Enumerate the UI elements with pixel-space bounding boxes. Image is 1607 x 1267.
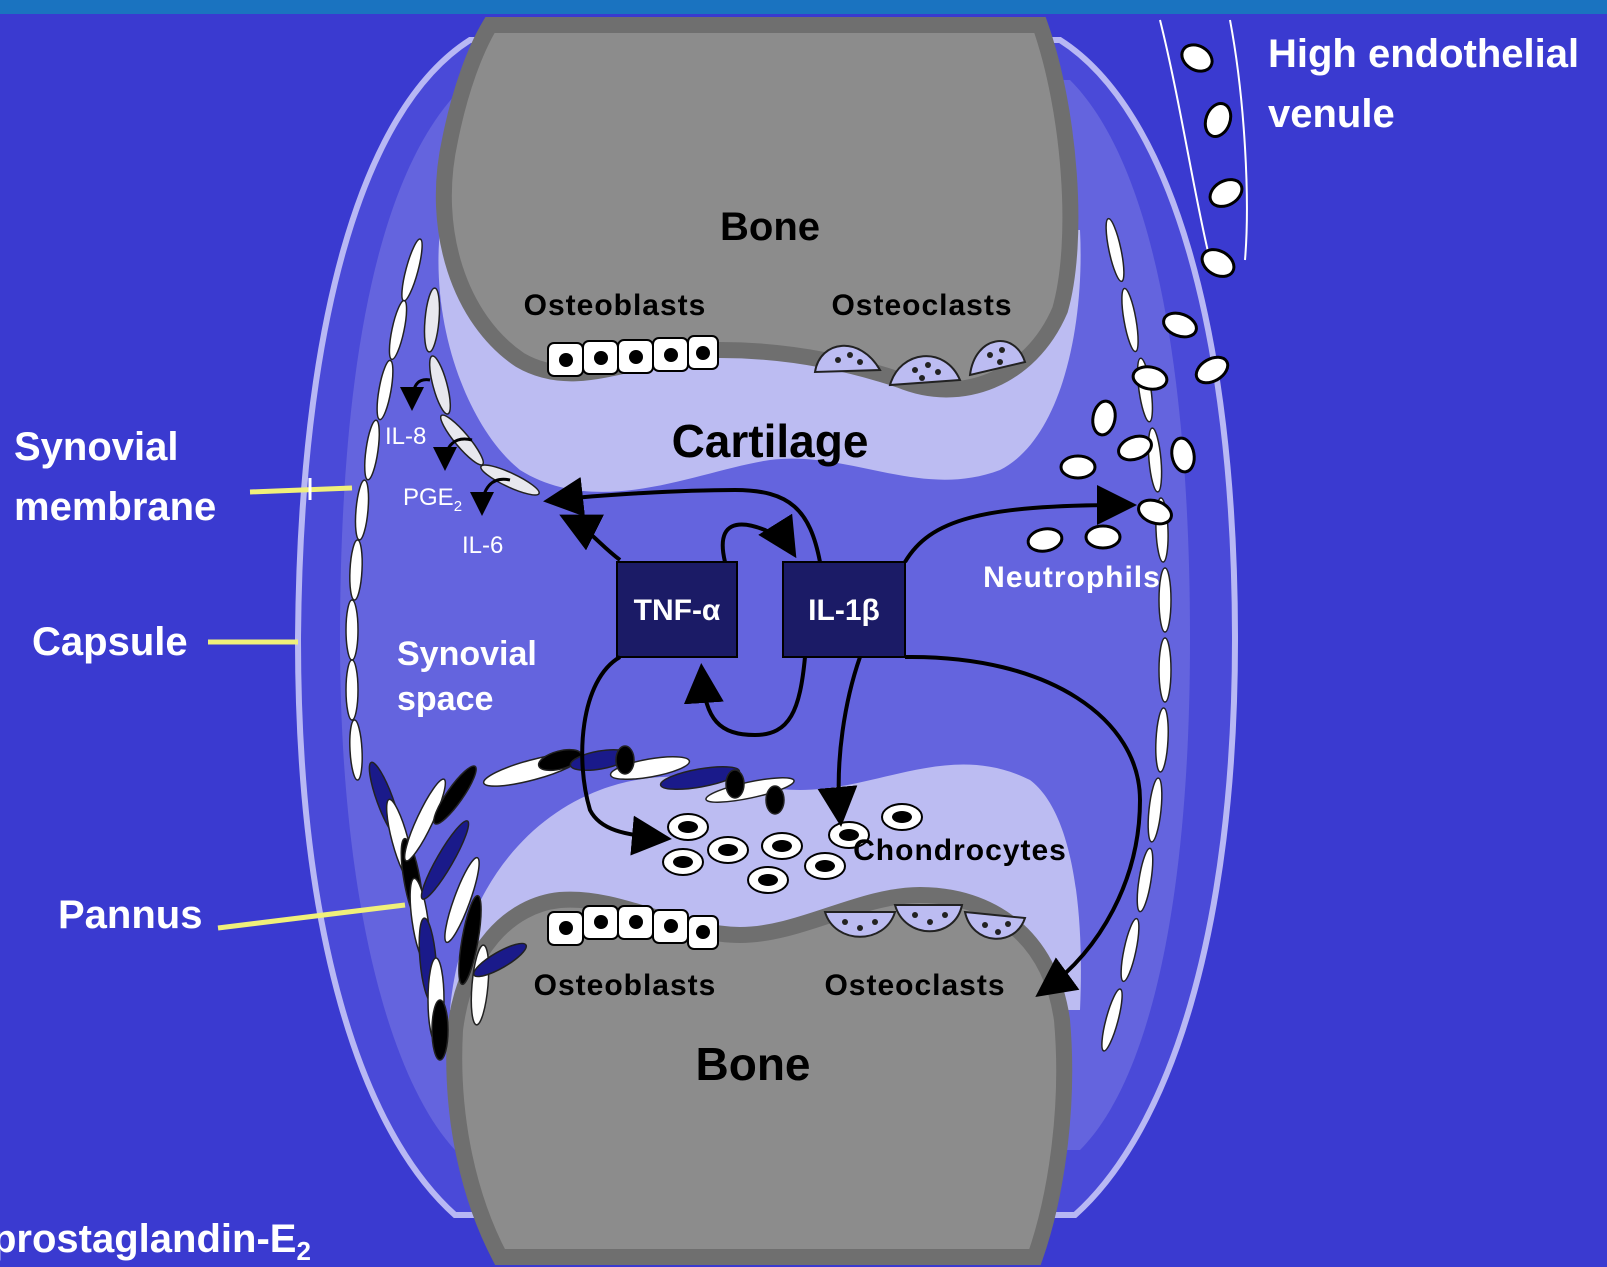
tnf-alpha-label: TNF-α — [634, 594, 721, 627]
venule-label-1: High endothelial — [1268, 32, 1579, 76]
top-bar — [0, 0, 1607, 14]
bone-top-label: Bone — [720, 205, 820, 249]
bone-bottom-label: Bone — [696, 1038, 811, 1090]
capsule-label: Capsule — [32, 620, 188, 664]
osteoclasts-top-label: Osteoclasts — [831, 289, 1012, 322]
osteoclasts-bottom-label: Osteoclasts — [824, 969, 1005, 1002]
neutrophils-label: Neutrophils — [983, 561, 1161, 594]
pannus-label: Pannus — [58, 893, 202, 937]
cartilage-label: Cartilage — [672, 415, 869, 467]
synovial-membrane-label-2: membrane — [14, 485, 216, 529]
osteoblasts-bottom-label: Osteoblasts — [534, 969, 717, 1002]
synovial-space-label-1: Synovial — [397, 635, 537, 673]
osteoblasts-top-label: Osteoblasts — [524, 289, 707, 322]
synovial-membrane-label-1: Synovial — [14, 425, 179, 469]
pge2-label: PGE2 — [403, 484, 462, 515]
il-1beta-label: IL-1β — [808, 594, 880, 627]
il-8-label: IL-8 — [385, 423, 426, 450]
footer-prostaglandin-label: prostaglandin-E2 — [0, 1217, 311, 1266]
venule-label-2: venule — [1268, 92, 1395, 136]
synovial-space-label-2: space — [397, 680, 493, 718]
chondrocytes-label: Chondrocytes — [853, 834, 1067, 867]
il-6-label: IL-6 — [462, 532, 503, 559]
